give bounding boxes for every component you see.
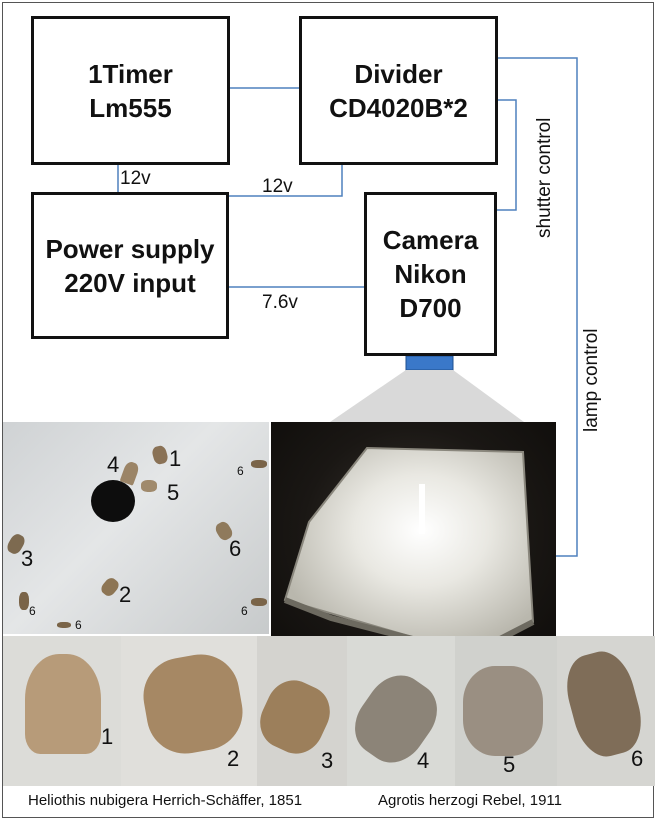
moth-2 xyxy=(98,575,122,599)
specimen-number-6: 6 xyxy=(631,746,644,771)
specimen-panel-1 xyxy=(3,636,121,786)
wire-label-camera-power: 7.6v xyxy=(262,292,298,313)
timer-label-1: 1Timer xyxy=(88,58,173,89)
lamp-control-label: lamp control xyxy=(581,328,602,433)
power-label-1: Power supply xyxy=(45,233,215,264)
photo-number-6-small-c: 6 xyxy=(241,604,248,618)
moth-5 xyxy=(141,480,157,492)
wire-shutter xyxy=(497,99,517,211)
specimen-number-2: 2 xyxy=(227,746,240,771)
sheet-closeup-photo: 4 1 5 6 3 2 6 6 6 6 xyxy=(3,422,269,634)
night-trap-photo xyxy=(271,422,556,666)
specimen-number-3: 3 xyxy=(321,748,334,773)
timer-label-2: Lm555 xyxy=(89,92,172,123)
photo-number-4: 4 xyxy=(107,452,120,477)
specimen-number-5: 5 xyxy=(503,752,516,777)
moth-small-c xyxy=(251,598,267,606)
field-of-view-cone xyxy=(330,370,524,422)
specimen-panel-3 xyxy=(251,636,347,786)
moth-small-b xyxy=(19,592,29,610)
camera-label-3: D700 xyxy=(399,293,462,323)
camera-label-1: Camera xyxy=(382,225,479,255)
specimen-panel-2 xyxy=(121,636,257,786)
specimen-panel-4 xyxy=(342,636,455,786)
power-box: Power supply 220V input xyxy=(31,192,229,339)
camera-label-2: Nikon xyxy=(394,259,467,289)
moth-1 xyxy=(150,444,170,466)
photo-number-6-small-a: 6 xyxy=(237,464,244,478)
timer-box: 1Timer Lm555 xyxy=(31,16,230,165)
moth-small-a xyxy=(251,460,267,468)
specimen-panel-5 xyxy=(455,636,557,786)
wire-label-divider-power: 12v xyxy=(262,176,293,197)
specimen-strip: 1 2 3 4 5 6 xyxy=(3,636,655,786)
divider-label-1: Divider xyxy=(354,58,443,89)
shutter-control-label: shutter control xyxy=(534,117,555,238)
wire-lamp xyxy=(498,57,578,557)
divider-label-2: CD4020B*2 xyxy=(329,92,468,123)
specimen-panel-6 xyxy=(557,636,655,786)
camera-box: Camera Nikon D700 xyxy=(364,192,497,356)
photo-number-3: 3 xyxy=(21,546,34,571)
moth-4 xyxy=(119,460,141,486)
photo-number-6-small-d: 6 xyxy=(75,618,82,632)
wire-divider-power xyxy=(229,165,343,197)
lamp-hole xyxy=(91,480,135,522)
light-sheet xyxy=(283,446,535,657)
caption-agrotis: Agrotis herzogi Rebel, 1911 xyxy=(378,792,562,809)
caption-heliothis: Heliothis nubigera Herrich-Schäffer, 185… xyxy=(28,792,303,809)
divider-box: Divider CD4020B*2 xyxy=(299,16,498,165)
photo-number-6: 6 xyxy=(229,536,242,561)
wire-label-timer-power: 12v xyxy=(120,168,151,189)
specimen-number-1: 1 xyxy=(101,724,114,749)
moth-small-d xyxy=(57,622,71,628)
specimen-number-4: 4 xyxy=(417,748,430,773)
power-label-2: 220V input xyxy=(64,267,196,298)
photo-number-1: 1 xyxy=(169,446,182,471)
photo-number-2: 2 xyxy=(119,582,132,607)
photo-number-6-small-b: 6 xyxy=(29,604,36,618)
photo-number-5: 5 xyxy=(167,480,180,505)
lens-icon xyxy=(405,355,454,371)
